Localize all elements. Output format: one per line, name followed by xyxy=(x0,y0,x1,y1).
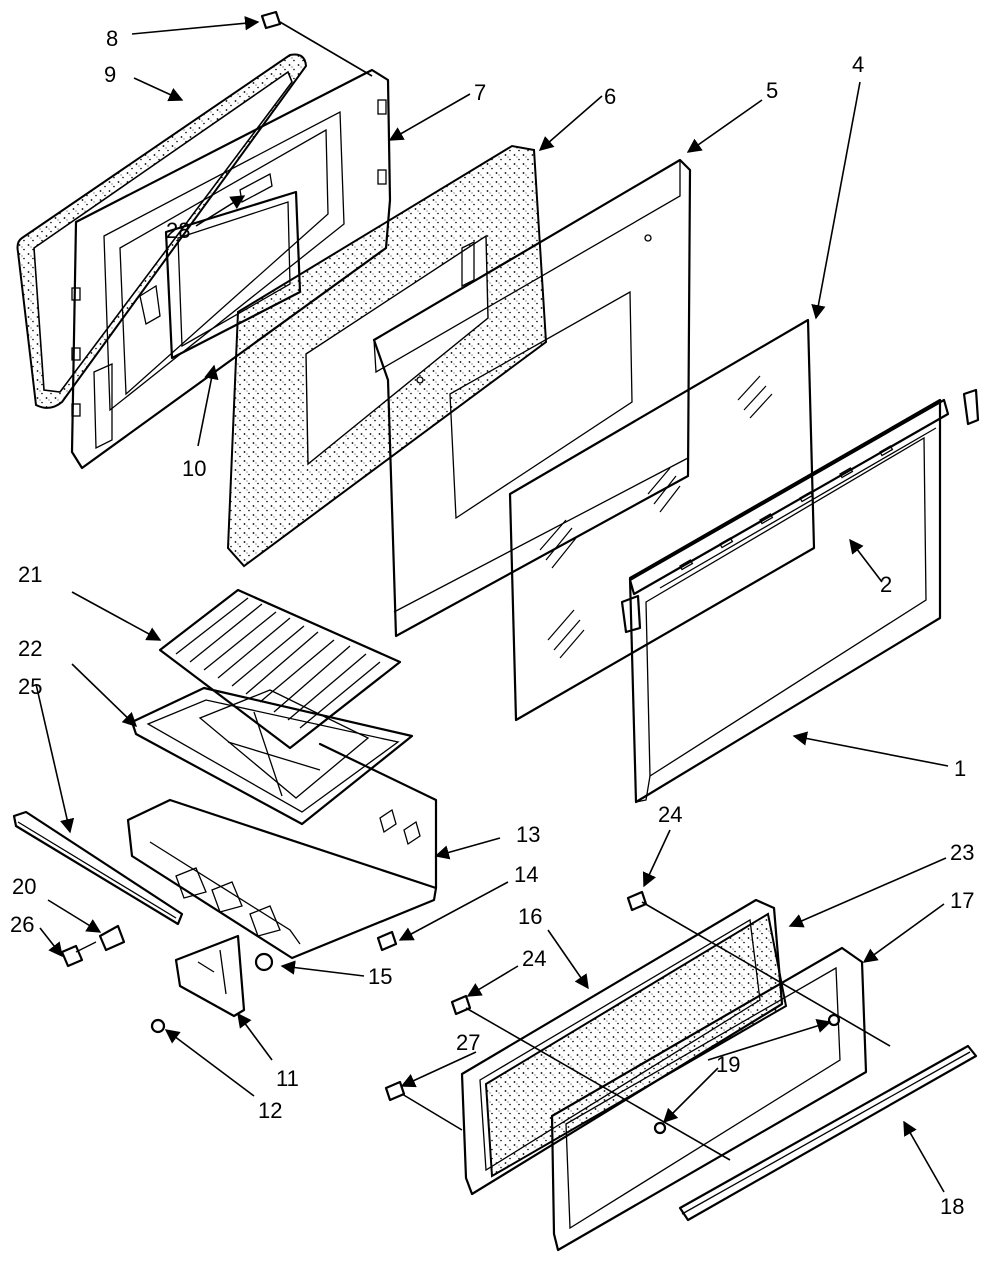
part-6-insulation xyxy=(226,144,548,568)
callout-labels: 1 2 4 5 6 7 8 9 10 11 12 13 14 15 16 17 … xyxy=(10,26,974,1219)
leader-lines xyxy=(35,16,949,1193)
part-8-screw xyxy=(260,10,282,30)
callout-28: 28 xyxy=(166,218,190,243)
part-27-screw xyxy=(384,1080,406,1102)
part-11-bracket xyxy=(174,934,246,1018)
part-26-screw xyxy=(60,941,97,968)
callout-9: 9 xyxy=(104,62,116,87)
callout-22: 22 xyxy=(18,636,42,661)
callout-10: 10 xyxy=(182,456,206,481)
callout-24-lower: 24 xyxy=(522,946,546,971)
part-25-rail xyxy=(12,810,184,926)
callout-7: 7 xyxy=(474,80,486,105)
callout-26: 26 xyxy=(10,912,34,937)
callout-4: 4 xyxy=(852,52,864,77)
part-15-washer xyxy=(254,952,274,972)
part-5-door-liner xyxy=(372,158,692,638)
callout-14: 14 xyxy=(514,862,538,887)
callout-13: 13 xyxy=(516,822,540,847)
callout-24-upper: 24 xyxy=(658,802,682,827)
callout-15: 15 xyxy=(368,964,392,989)
callout-21: 21 xyxy=(18,562,42,587)
callout-18: 18 xyxy=(940,1194,964,1219)
callout-19: 19 xyxy=(716,1052,740,1077)
part-20-clip xyxy=(98,924,126,952)
callout-5: 5 xyxy=(766,78,778,103)
part-18-drawer-handle xyxy=(678,1044,978,1222)
part-14-screw xyxy=(376,930,398,952)
callout-20: 20 xyxy=(12,874,36,899)
callout-6: 6 xyxy=(604,84,616,109)
part-17-drawer-front xyxy=(550,946,868,1252)
part-13-broiler-drawer xyxy=(126,742,438,960)
callout-1: 1 xyxy=(954,756,966,781)
callout-27: 27 xyxy=(456,1030,480,1055)
callout-23: 23 xyxy=(950,840,974,865)
part-2-door-trim xyxy=(620,388,980,634)
callout-2: 2 xyxy=(880,572,892,597)
part-1-door-frame xyxy=(628,398,942,804)
callout-8: 8 xyxy=(106,26,118,51)
part-4-outer-glass xyxy=(508,318,816,722)
part-12-plug xyxy=(150,1018,166,1034)
callout-12: 12 xyxy=(258,1098,282,1123)
callout-17: 17 xyxy=(950,888,974,913)
callout-25: 25 xyxy=(18,674,42,699)
part-24-screws xyxy=(450,890,648,1016)
callout-11: 11 xyxy=(276,1066,299,1091)
part-21-broiler-grid xyxy=(158,588,402,750)
part-22-broiler-pan xyxy=(130,686,414,826)
part-9-door-gasket xyxy=(16,53,308,409)
callout-16: 16 xyxy=(518,904,542,929)
